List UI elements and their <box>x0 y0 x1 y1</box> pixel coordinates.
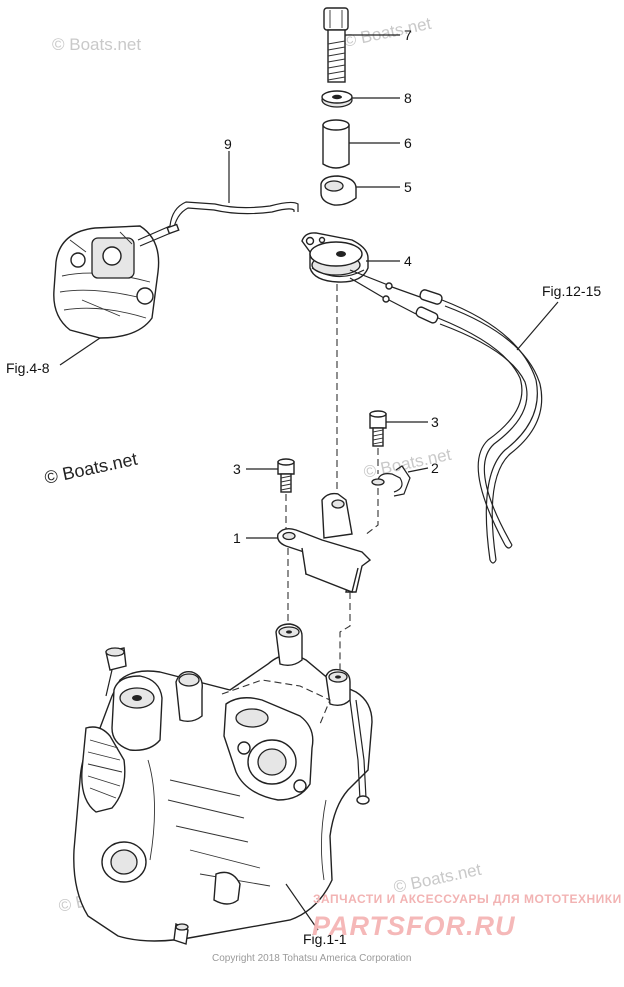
callout-1: 1 <box>233 530 241 546</box>
part-8-washer <box>321 90 400 108</box>
ru-logo: PARTSFOR.RU <box>312 911 516 941</box>
callout-2: 2 <box>431 460 439 476</box>
callout-3-left: 3 <box>233 461 241 477</box>
callout-5: 5 <box>404 179 412 195</box>
part-6-collar <box>322 119 400 169</box>
callout-8: 8 <box>404 90 412 106</box>
watermark-mid-right: © Boats.net <box>362 445 453 482</box>
dash-clip <box>364 488 379 536</box>
part-9-link-rod <box>137 151 299 247</box>
callout-6: 6 <box>404 135 412 151</box>
ru-tagline: ЗАПЧАСТИ И АКСЕССУАРЫ ДЛЯ МОТОТЕХНИКИ <box>313 892 622 906</box>
carburetor-assembly <box>53 225 160 366</box>
part-4-throttle-drum <box>301 232 400 283</box>
fig-ref-1-1: Fig.1-1 <box>303 931 347 947</box>
throttle-cables <box>349 269 559 564</box>
callout-4: 4 <box>404 253 412 269</box>
watermark-top-right: © Boats.net <box>342 14 433 51</box>
engine-block <box>73 623 373 945</box>
part-1-bracket <box>246 492 372 593</box>
fig-ref-12-15: Fig.12-15 <box>542 283 601 299</box>
watermark-top-left: © Boats.net <box>52 35 141 54</box>
part-5-bushing <box>320 175 400 206</box>
part-3-screw-left <box>246 458 295 493</box>
fig-ref-4-8: Fig.4-8 <box>6 360 50 376</box>
part-2-clip <box>371 465 429 497</box>
copyright-text: Copyright 2018 Tohatsu America Corporati… <box>212 953 411 964</box>
part-7-bolt <box>323 7 400 83</box>
callout-3-right: 3 <box>431 414 439 430</box>
watermark-boats-large: © Boats.net <box>43 449 139 488</box>
dash-bracket-right <box>339 592 351 672</box>
callout-9: 9 <box>224 136 232 152</box>
callout-7: 7 <box>404 27 412 43</box>
part-3-screw-right <box>369 410 428 447</box>
